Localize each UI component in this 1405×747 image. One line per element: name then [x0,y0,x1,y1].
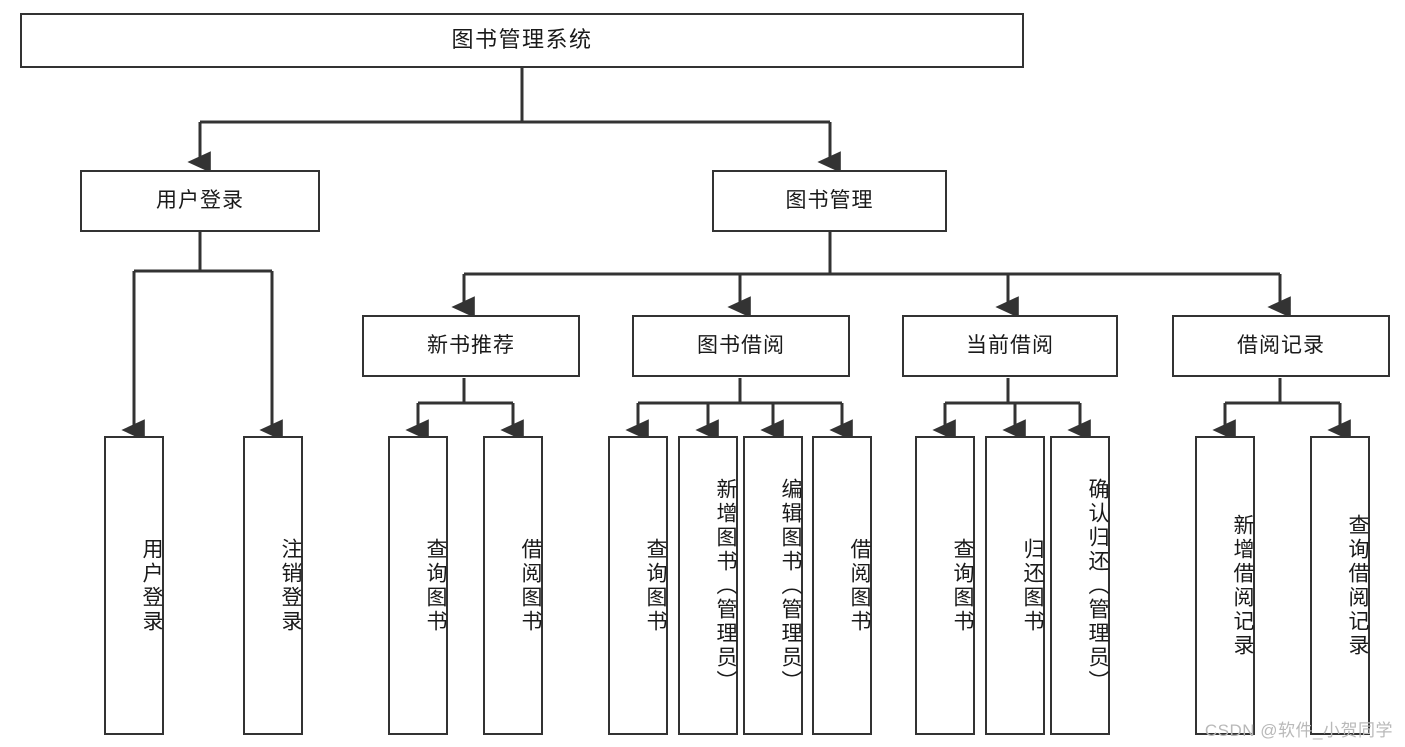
leaf-add-borrow-record[interactable]: 新增借阅记录 [1195,436,1255,735]
node-label: 新增图书（管理员） [714,477,737,694]
node-label: 查询图书 [424,537,447,634]
node-label: 借阅图书 [519,537,542,634]
node-book-manage[interactable]: 图书管理 [712,170,947,232]
node-label: 编辑图书（管理员） [779,477,802,694]
watermark-text: CSDN @软件_小贺同学 [1204,721,1393,740]
leaf-query-book-current[interactable]: 查询图书 [915,436,975,735]
node-label: 新增借阅记录 [1231,513,1254,658]
leaf-query-book-new-recommend[interactable]: 查询图书 [388,436,448,735]
leaf-query-book-borrow[interactable]: 查询图书 [608,436,668,735]
node-user-login[interactable]: 用户登录 [80,170,320,232]
leaf-confirm-return-admin[interactable]: 确认归还（管理员） [1050,436,1110,735]
node-label: 新书推荐 [427,334,515,358]
node-label: 借阅记录 [1237,334,1325,358]
leaf-add-book-admin[interactable]: 新增图书（管理员） [678,436,738,735]
leaf-logout-login[interactable]: 注销登录 [243,436,303,735]
node-label: 用户登录 [156,189,244,213]
node-label: 查询图书 [951,537,974,634]
node-label: 图书管理 [785,189,874,213]
leaf-edit-book-admin[interactable]: 编辑图书（管理员） [743,436,803,735]
node-label: 借阅图书 [848,537,871,634]
node-label: 图书借阅 [697,334,785,358]
node-borrow-record[interactable]: 借阅记录 [1172,315,1390,377]
node-root-book-management-system[interactable]: 图书管理系统 [20,13,1024,68]
leaf-borrow-book-new-recommend[interactable]: 借阅图书 [483,436,543,735]
node-current-borrow[interactable]: 当前借阅 [902,315,1118,377]
leaf-user-login[interactable]: 用户登录 [104,436,164,735]
node-new-book-recommend[interactable]: 新书推荐 [362,315,580,377]
node-label: 用户登录 [140,537,163,634]
leaf-return-book[interactable]: 归还图书 [985,436,1045,735]
leaf-query-borrow-record[interactable]: 查询借阅记录 [1310,436,1370,735]
node-book-borrow[interactable]: 图书借阅 [632,315,850,377]
node-label: 查询借阅记录 [1346,513,1369,658]
node-label: 确认归还（管理员） [1086,477,1109,694]
node-label: 当前借阅 [966,334,1054,358]
leaf-borrow-book-borrow[interactable]: 借阅图书 [812,436,872,735]
node-label: 查询图书 [644,537,667,634]
node-label: 图书管理系统 [451,27,593,53]
node-label: 注销登录 [279,537,302,634]
node-label: 归还图书 [1021,537,1044,634]
